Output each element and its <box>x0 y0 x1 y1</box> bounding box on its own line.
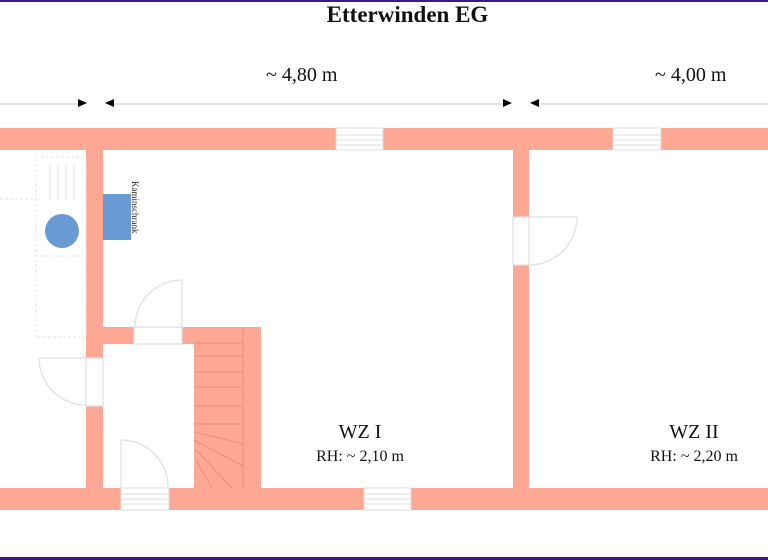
staircase <box>193 327 244 489</box>
room-label-wz1: WZ I RH: ~ 2,10 m <box>300 421 420 466</box>
sink-lines <box>49 163 75 200</box>
room-label-wz2: WZ II RH: ~ 2,20 m <box>634 421 754 466</box>
stove-icon <box>45 214 79 248</box>
frame-bottom-border <box>0 557 768 560</box>
frame-top-border <box>0 0 768 2</box>
walls <box>0 128 768 510</box>
room-ceiling-height: RH: ~ 2,10 m <box>316 448 404 465</box>
doors <box>38 216 578 489</box>
fireplace-cabinet <box>103 194 131 240</box>
fireplace-cabinet-label: Kaminschrank <box>130 181 140 234</box>
dimension-label-wz2: ~ 4,00 m <box>655 64 727 86</box>
room-ceiling-height: RH: ~ 2,20 m <box>650 448 738 465</box>
room-name: WZ II <box>669 421 719 443</box>
room-name: WZ I <box>338 421 382 443</box>
dimension-label-wz1: ~ 4,80 m <box>266 64 338 86</box>
dimension-arrows <box>78 99 539 107</box>
kitchen-counter <box>0 156 87 338</box>
windows <box>120 127 662 511</box>
plan-title: Etterwinden EG <box>326 2 489 27</box>
